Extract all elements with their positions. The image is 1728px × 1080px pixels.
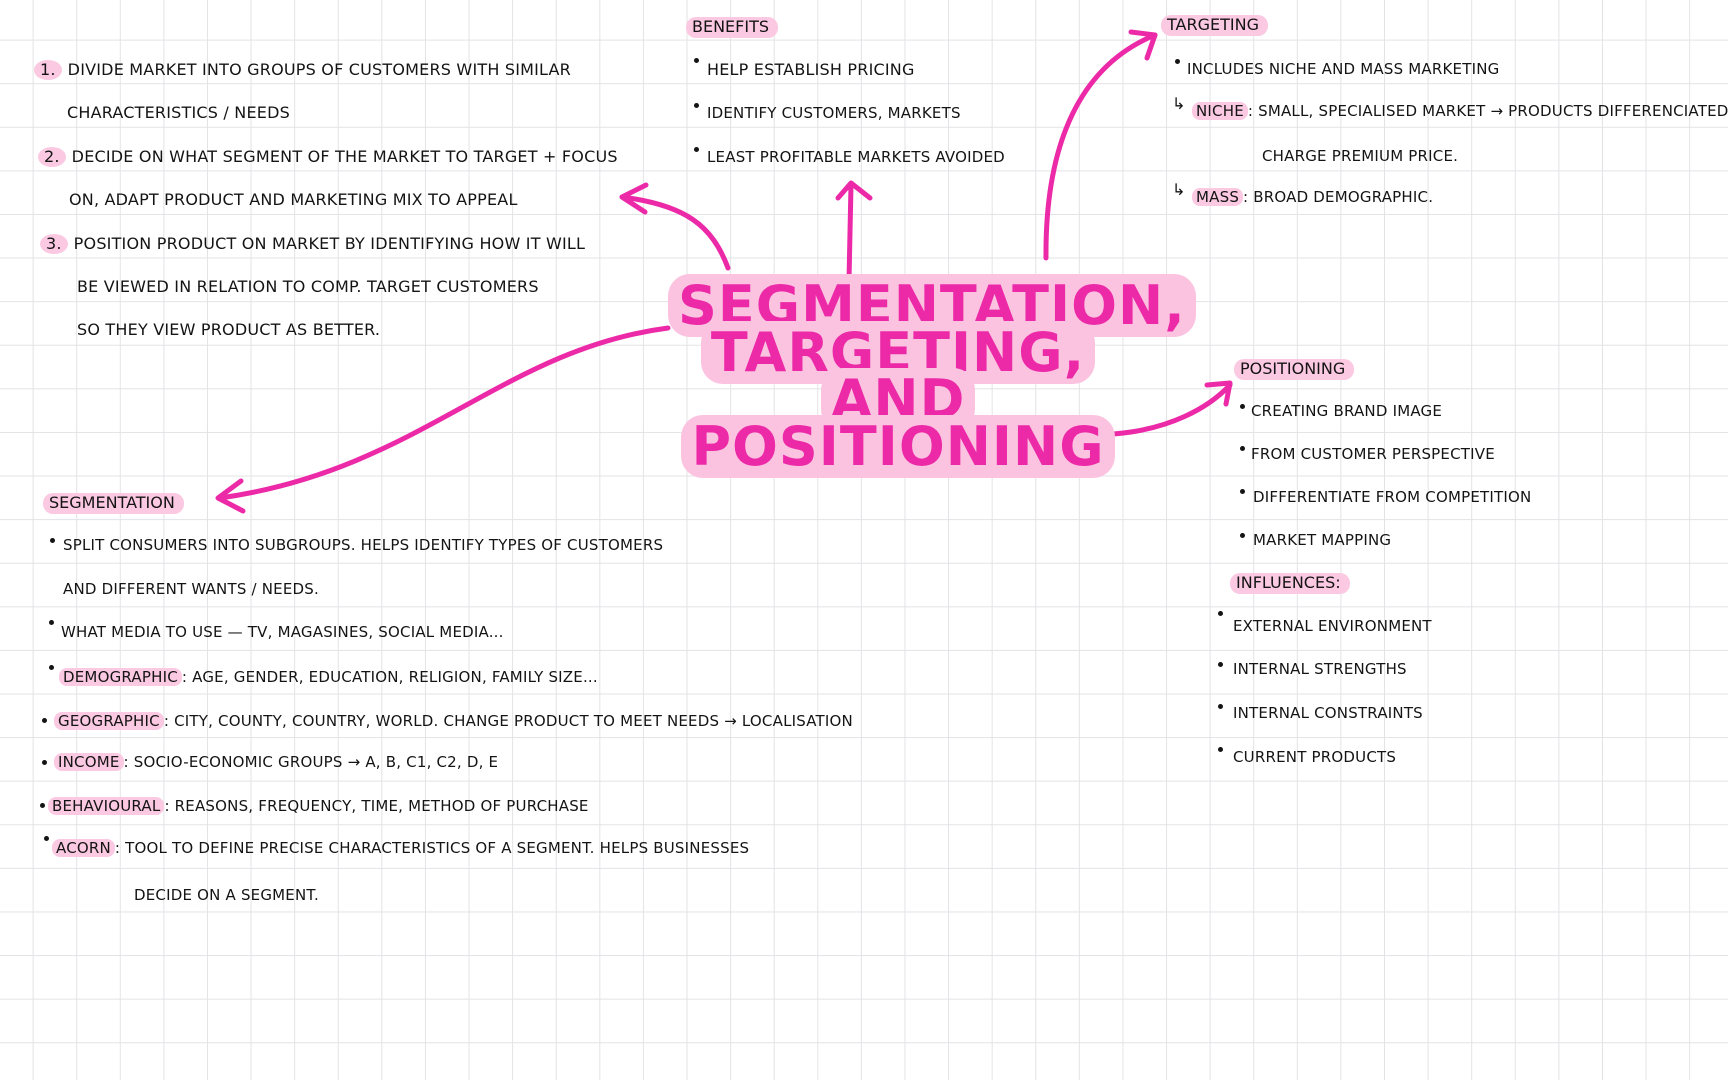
geographic-label: GEOGRAPHIC bbox=[54, 712, 164, 730]
step-1-line-2: CHARACTERISTICS / NEEDS bbox=[67, 103, 290, 122]
bullet-icon bbox=[44, 836, 49, 841]
bullet-icon bbox=[1218, 747, 1223, 752]
benefit-item: LEAST PROFITABLE MARKETS AVOIDED bbox=[707, 148, 1005, 166]
mass-label: MASS bbox=[1192, 188, 1244, 206]
positioning-heading: POSITIONING bbox=[1234, 359, 1355, 380]
arrow-to-segmentation bbox=[215, 325, 671, 514]
step-2-number: 2. bbox=[38, 147, 66, 167]
bullet-icon bbox=[694, 103, 699, 108]
step-3-number: 3. bbox=[40, 234, 68, 254]
bullet-icon bbox=[1240, 489, 1245, 494]
positioning-item: MARKET MAPPING bbox=[1253, 531, 1392, 549]
arrow-return-icon: ↳ bbox=[1172, 94, 1186, 113]
bullet-icon bbox=[42, 718, 47, 723]
arrow-return-icon: ↳ bbox=[1172, 180, 1186, 199]
income-label: INCOME bbox=[54, 753, 124, 771]
bullet-icon bbox=[694, 58, 699, 63]
step-1-number: 1. bbox=[34, 60, 62, 80]
mind-map-title: SEGMENTATION, TARGETING, AND POSITIONING bbox=[668, 274, 1196, 478]
bullet-icon bbox=[1240, 404, 1245, 409]
positioning-item: DIFFERENTIATE FROM COMPETITION bbox=[1253, 488, 1532, 506]
segmentation-demographic: DEMOGRAPHIC: AGE, GENDER, EDUCATION, REL… bbox=[59, 668, 598, 686]
segmentation-split-line-1: SPLIT CONSUMERS INTO SUBGROUPS. HELPS ID… bbox=[63, 536, 664, 554]
segmentation-acorn: ACORN: TOOL TO DEFINE PRECISE CHARACTERI… bbox=[52, 839, 749, 857]
influence-item: INTERNAL CONSTRAINTS bbox=[1233, 704, 1423, 722]
step-3-line-2: BE VIEWED IN RELATION TO COMP. TARGET CU… bbox=[77, 277, 539, 296]
step-3-line-3: SO THEY VIEW PRODUCT AS BETTER. bbox=[77, 320, 381, 339]
segmentation-heading: SEGMENTATION bbox=[43, 493, 184, 514]
bullet-icon bbox=[1240, 533, 1245, 538]
acorn-label: ACORN bbox=[52, 839, 115, 857]
bullet-icon bbox=[1240, 446, 1245, 451]
segmentation-media: WHAT MEDIA TO USE — TV, MAGASINES, SOCIA… bbox=[61, 623, 504, 641]
mass-line: MASS: BROAD DEMOGRAPHIC. bbox=[1192, 188, 1433, 206]
benefits-heading: BENEFITS bbox=[686, 17, 779, 38]
positioning-item: CREATING BRAND IMAGE bbox=[1251, 402, 1443, 420]
segmentation-behavioural: BEHAVIOURAL: REASONS, FREQUENCY, TIME, M… bbox=[48, 797, 589, 815]
bullet-icon bbox=[49, 620, 54, 625]
behavioural-label: BEHAVIOURAL bbox=[48, 797, 165, 815]
step-2-line-2: ON, ADAPT PRODUCT AND MARKETING MIX TO A… bbox=[69, 190, 518, 209]
step-2-line-1: 2.DECIDE ON WHAT SEGMENT OF THE MARKET T… bbox=[38, 147, 618, 167]
bullet-icon bbox=[42, 760, 47, 765]
arrow-to-targeting bbox=[1043, 29, 1158, 261]
arrow-to-benefits bbox=[835, 180, 873, 283]
benefit-item: HELP ESTABLISH PRICING bbox=[707, 60, 915, 79]
niche-line-2: CHARGE PREMIUM PRICE. bbox=[1262, 147, 1459, 165]
bullet-icon bbox=[49, 665, 54, 670]
bullet-icon bbox=[40, 803, 45, 808]
demographic-label: DEMOGRAPHIC bbox=[59, 668, 182, 686]
arrow-to-steps bbox=[619, 182, 731, 271]
segmentation-acorn-line-2: DECIDE ON A SEGMENT. bbox=[134, 886, 319, 904]
step-1-line-1: 1.DIVIDE MARKET INTO GROUPS OF CUSTOMERS… bbox=[34, 60, 571, 80]
title-line-3: POSITIONING bbox=[681, 415, 1115, 478]
bullet-icon bbox=[1218, 704, 1223, 709]
bullet-icon bbox=[1218, 611, 1223, 616]
segmentation-split-line-2: AND DIFFERENT WANTS / NEEDS. bbox=[63, 580, 319, 598]
influence-item: INTERNAL STRENGTHS bbox=[1233, 660, 1407, 678]
positioning-item: FROM CUSTOMER PERSPECTIVE bbox=[1251, 445, 1495, 463]
bullet-icon bbox=[1218, 662, 1223, 667]
niche-line: NICHE: SMALL, SPECIALISED MARKET → PRODU… bbox=[1192, 102, 1728, 120]
benefit-item: IDENTIFY CUSTOMERS, MARKETS bbox=[707, 104, 961, 122]
segmentation-income: INCOME: SOCIO-ECONOMIC GROUPS → A, B, C1… bbox=[54, 753, 498, 771]
niche-label: NICHE bbox=[1192, 102, 1248, 120]
influences-heading: INFLUENCES: bbox=[1230, 573, 1350, 594]
bullet-icon bbox=[694, 147, 699, 152]
bullet-icon bbox=[50, 538, 55, 543]
influence-item: CURRENT PRODUCTS bbox=[1233, 748, 1397, 766]
influence-item: EXTERNAL ENVIRONMENT bbox=[1233, 617, 1432, 635]
targeting-heading: TARGETING bbox=[1161, 15, 1268, 36]
targeting-item: INCLUDES NICHE AND MASS MARKETING bbox=[1187, 60, 1500, 78]
bullet-icon bbox=[1175, 59, 1180, 64]
segmentation-geographic: GEOGRAPHIC: CITY, COUNTY, COUNTRY, WORLD… bbox=[54, 712, 853, 730]
step-3-line-1: 3.POSITION PRODUCT ON MARKET BY IDENTIFY… bbox=[40, 234, 585, 254]
